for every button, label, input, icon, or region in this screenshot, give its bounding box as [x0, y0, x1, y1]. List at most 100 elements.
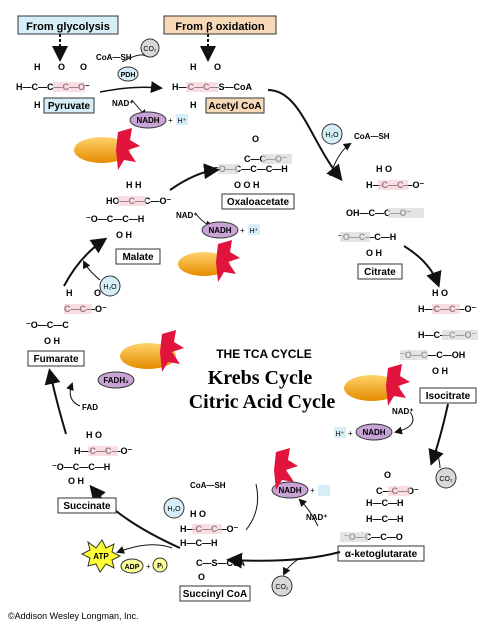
atp-starburst: ATP	[80, 539, 122, 573]
svg-text:FADH₂: FADH₂	[103, 376, 129, 385]
svg-text:H—C—H: H—C—H	[180, 538, 218, 548]
svg-text:FAD: FAD	[82, 403, 98, 412]
pi-badge: Pᵢ	[152, 557, 168, 573]
svg-text:ADP: ADP	[125, 564, 140, 571]
co2-badge	[271, 575, 293, 597]
svg-text:O: O	[198, 572, 205, 582]
svg-text:H₂O: H₂O	[167, 506, 181, 513]
svg-text:Pᵢ: Pᵢ	[157, 563, 163, 570]
svg-text:Oxaloacetate: Oxaloacetate	[227, 197, 290, 208]
svg-text:From glycolysis: From glycolysis	[26, 21, 110, 33]
co2-badge	[140, 38, 160, 58]
isocitrate-structure: H O H—C—C—O⁻ H—C—C—O⁻ ⁻O—C—C—OH O H	[400, 288, 478, 376]
enzyme-icon	[120, 330, 184, 372]
svg-text:+: +	[310, 486, 315, 495]
nadh-badge-akg: NADH +	[271, 481, 330, 499]
malate-structure: H H HO—C—C—O⁻ ⁻O—C—C—H O H	[86, 180, 171, 240]
co2-badge	[435, 467, 457, 489]
svg-text:H: H	[34, 100, 41, 110]
svg-text:CoA—SH: CoA—SH	[190, 481, 226, 490]
svg-text:PDH: PDH	[121, 72, 136, 79]
svg-text:NADH: NADH	[362, 428, 385, 437]
succinate-label: Succinate	[57, 497, 117, 514]
citrate-structure: H O H—C—C—O⁻ OH—C—C—O⁻ ⁻O—C—C—H O H	[338, 164, 424, 258]
svg-text:H⁺: H⁺	[336, 431, 345, 438]
copyright: ©Addison Wesley Longman, Inc.	[8, 611, 139, 621]
cycle-heading: THE TCA CYCLE	[216, 347, 312, 361]
h2o-badge-fumarate	[99, 275, 121, 297]
svg-text:H—C—H: H—C—H	[366, 514, 404, 524]
svg-text:⁻O—C—C—O: ⁻O—C—C—O	[344, 532, 403, 542]
nadh-badge-isocitrate: NADH	[355, 423, 393, 441]
succinyl-coa-label: Succinyl CoA	[179, 585, 251, 602]
svg-text:CoA—SH: CoA—SH	[354, 132, 390, 141]
svg-text:O H: O H	[44, 336, 60, 346]
svg-text:NADH: NADH	[136, 116, 159, 125]
pyruvate-label: Pyruvate	[43, 97, 95, 114]
fadh2-badge: FADH₂	[97, 371, 135, 389]
svg-text:⁻O—C—C—OH: ⁻O—C—C—OH	[400, 350, 465, 360]
svg-text:NAD⁺: NAD⁺	[306, 513, 328, 522]
svg-text:O O H: O O H	[234, 180, 260, 190]
svg-text:Acetyl CoA: Acetyl CoA	[208, 101, 261, 112]
svg-text:H₂O: H₂O	[325, 132, 339, 139]
alpha-ketoglutarate-structure: O C—C—O⁻ H—C—H H—C—H ⁻O—C—C—O	[340, 470, 419, 542]
acetyl-coa-label: Acetyl CoA	[205, 97, 265, 114]
svg-text:O H: O H	[432, 366, 448, 376]
svg-text:H H: H H	[126, 180, 142, 190]
svg-text:NADH: NADH	[208, 226, 231, 235]
svg-text:⁻O—C—C—H: ⁻O—C—C—H	[52, 462, 110, 472]
svg-text:+: +	[146, 562, 151, 571]
svg-text:α-ketoglutarate: α-ketoglutarate	[345, 549, 418, 560]
svg-text:+: +	[168, 116, 173, 125]
oxaloacetate-label: Oxaloacetate	[221, 193, 295, 210]
svg-text:O: O	[252, 134, 259, 144]
title-krebs-cycle: Krebs Cycle	[208, 367, 313, 389]
enzyme-icon	[344, 364, 410, 406]
title-citric-acid-cycle: Citric Acid Cycle	[189, 391, 336, 413]
pdh-enzyme	[117, 66, 139, 82]
svg-text:Succinate: Succinate	[63, 501, 111, 512]
source-glycolysis: From glycolysis	[17, 15, 119, 35]
svg-text:H: H	[190, 100, 197, 110]
citrate-label: Citrate	[357, 263, 403, 280]
svg-text:H: H	[190, 62, 197, 72]
svg-text:O: O	[94, 288, 101, 298]
oxaloacetate-structure: O C—C—O⁻ ⁻O—C—C—C—H O O H	[214, 134, 292, 190]
svg-text:H: H	[34, 62, 41, 72]
svg-text:H O: H O	[86, 430, 102, 440]
svg-text:CO₂: CO₂	[275, 584, 289, 591]
enzyme-icon	[274, 448, 298, 490]
svg-text:Fumarate: Fumarate	[33, 354, 78, 365]
svg-text:OH—C—C—O⁻: OH—C—C—O⁻	[346, 208, 411, 218]
svg-text:CoA—SH: CoA—SH	[96, 53, 132, 62]
succinate-structure: H O H—C—C—O⁻ ⁻O—C—C—H O H	[52, 430, 132, 486]
h2o-badge-succinyl	[163, 497, 185, 519]
svg-text:O: O	[384, 470, 391, 480]
svg-text:NADH: NADH	[278, 486, 301, 495]
svg-text:NAD⁺: NAD⁺	[392, 407, 414, 416]
svg-text:H—C—H: H—C—H	[366, 498, 404, 508]
svg-text:H—C—C—C—O⁻: H—C—C—C—O⁻	[16, 82, 90, 92]
svg-text:CO₂: CO₂	[143, 46, 157, 53]
fumarate-structure: HO C—C—O⁻ ⁻O—C—C O H	[26, 288, 107, 346]
acetyl-coa-structure: HO H—C—C—S—CoA H	[172, 62, 252, 110]
svg-text:Pyruvate: Pyruvate	[48, 101, 91, 112]
enzyme-icon	[74, 128, 140, 170]
isocitrate-label: Isocitrate	[419, 387, 477, 404]
svg-text:H: H	[66, 288, 73, 298]
adp-badge: ADP	[120, 558, 144, 574]
nadh-badge-malate: NADH + H⁺	[201, 221, 260, 239]
malate-label: Malate	[115, 248, 161, 265]
svg-text:H O: H O	[432, 288, 448, 298]
svg-text:H O: H O	[376, 164, 392, 174]
enzyme-icon	[178, 240, 240, 282]
nadh-badge-pdh: NADH + H⁺	[129, 111, 188, 129]
svg-text:⁻O—C—C: ⁻O—C—C	[26, 320, 69, 330]
succinyl-coa-structure: H O H—C—C—O⁻ H—C—H C—S—CoA O	[180, 509, 245, 582]
svg-text:Citrate: Citrate	[364, 267, 396, 278]
svg-text:O H: O H	[366, 248, 382, 258]
svg-text:O: O	[80, 62, 87, 72]
